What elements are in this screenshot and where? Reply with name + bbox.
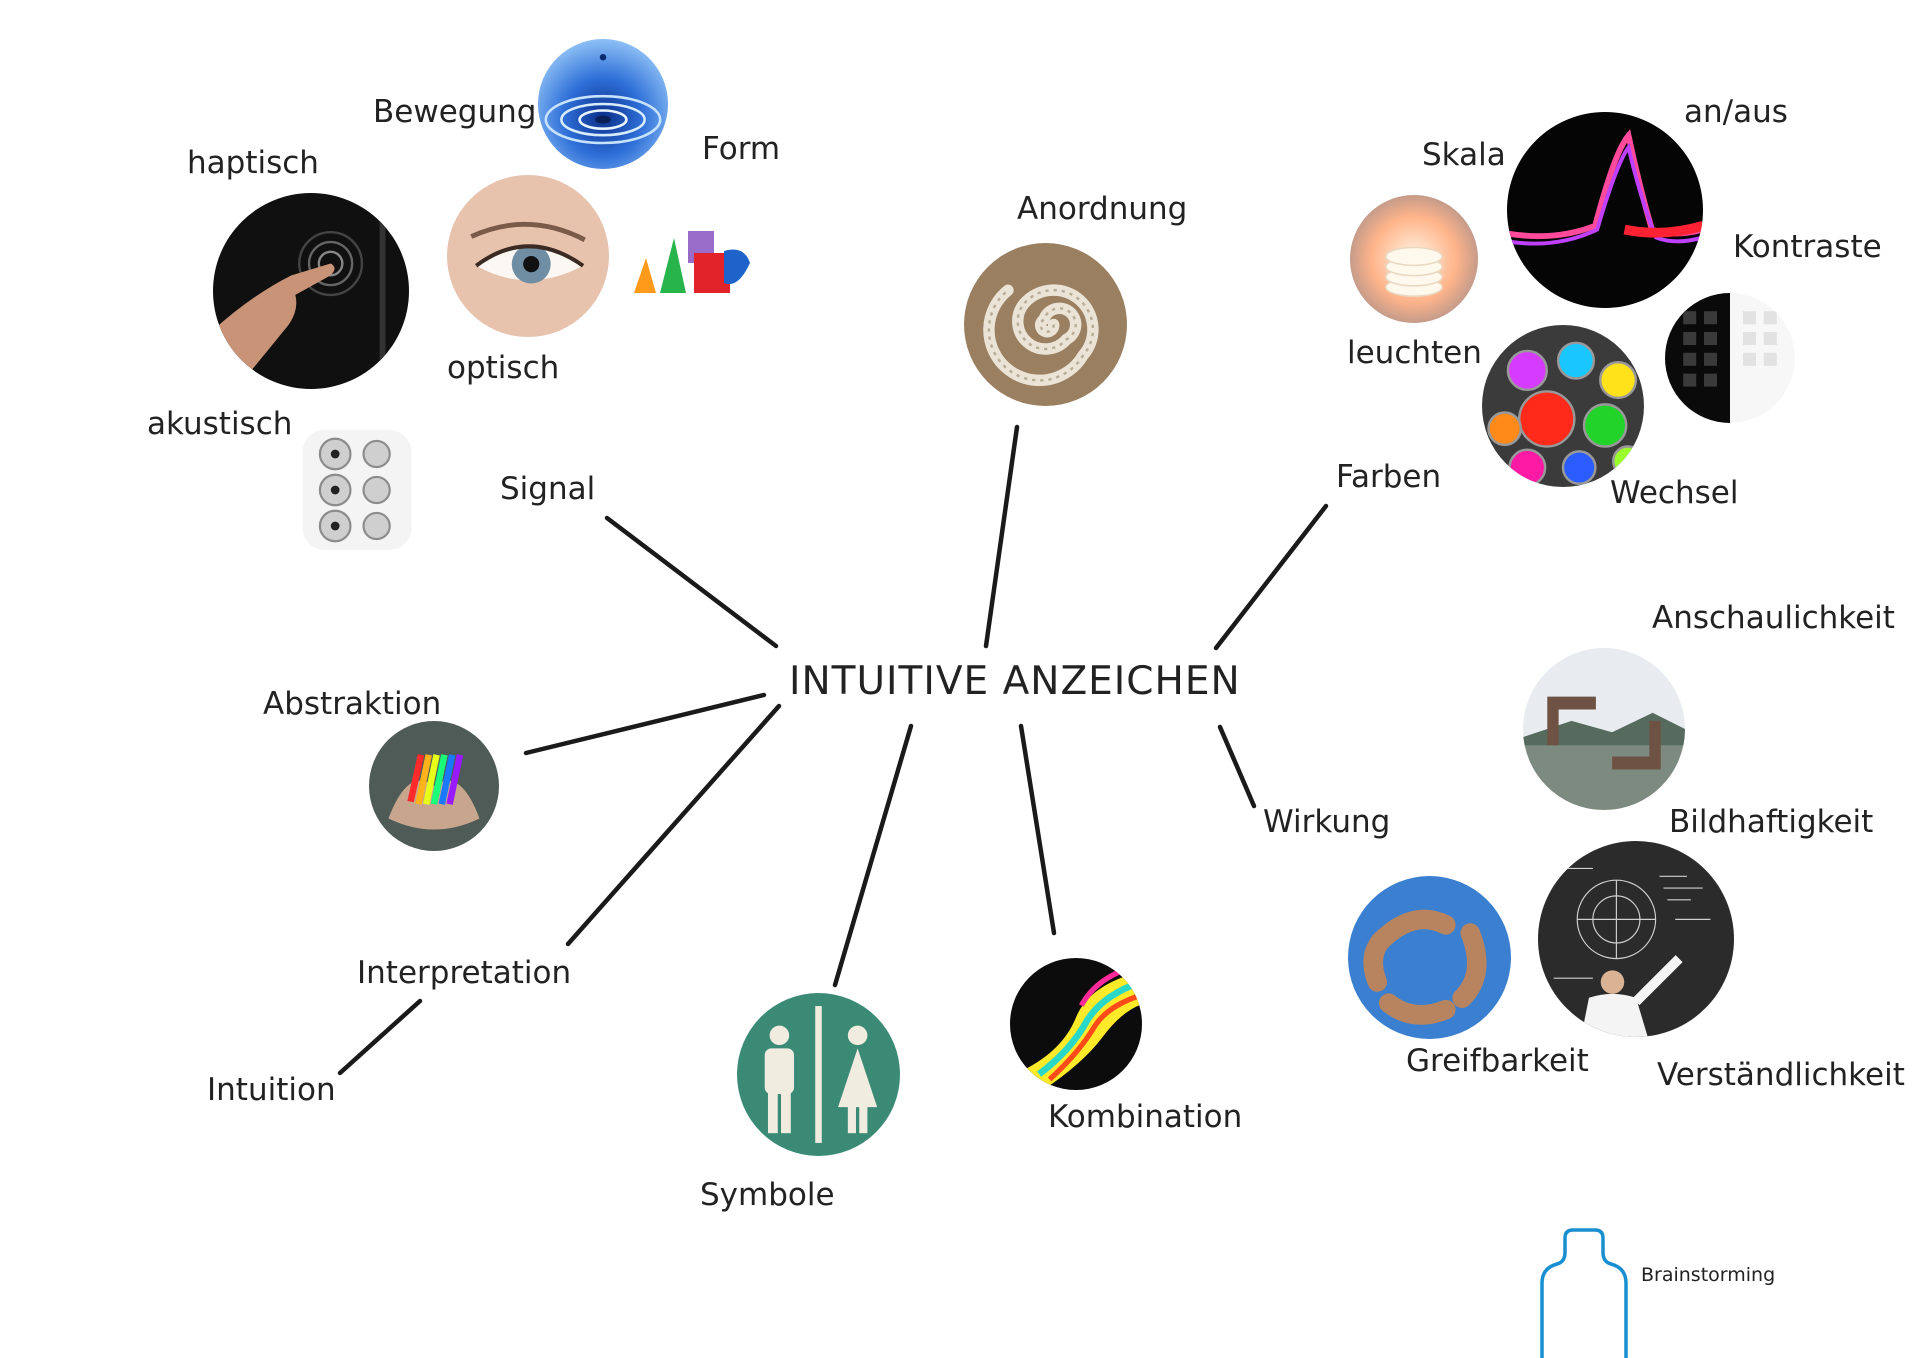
label-akustisch: akustisch	[147, 406, 293, 442]
rainbow-hands-image	[369, 721, 499, 851]
branch-label-symbole: Symbole	[700, 1177, 835, 1213]
eye-image	[447, 175, 609, 337]
restroom-sign-image	[737, 993, 900, 1156]
branch-label-signal: Signal	[500, 471, 596, 507]
label-kontraste: Kontraste	[1733, 229, 1882, 265]
label-form: Form	[702, 131, 781, 167]
shapes-image	[634, 223, 766, 323]
label-skala: Skala	[1422, 137, 1506, 173]
brainstorming-label: Brainstorming	[1641, 1264, 1776, 1286]
connector-signal	[604, 515, 779, 649]
bottle-icon	[1540, 1228, 1628, 1358]
label-optisch: optisch	[447, 350, 560, 386]
rope-spiral-image	[964, 243, 1127, 406]
connector-symbole	[832, 723, 914, 988]
connector-kombination	[1018, 723, 1057, 936]
contrast-grid-image	[1665, 293, 1795, 423]
branch-label-kombination: Kombination	[1048, 1099, 1243, 1135]
connector-intuition	[337, 998, 423, 1076]
branch-label-abstraktion: Abstraktion	[263, 686, 442, 722]
branch-label-interpretation: Interpretation	[357, 955, 572, 991]
connector-abstraktion	[523, 692, 767, 756]
label-verstaendlichkeit: Verständlichkeit	[1657, 1057, 1905, 1093]
paint-cans-image	[1482, 325, 1644, 487]
glowing-stack-image	[1350, 195, 1478, 323]
label-anschaulichkeit: Anschaulichkeit	[1652, 600, 1895, 636]
hand-frame-image	[1523, 648, 1685, 810]
paint-swirl-image	[1010, 958, 1142, 1090]
branch-label-farben: Farben	[1336, 459, 1442, 495]
linked-hands-image	[1348, 876, 1511, 1039]
speakers-image	[302, 430, 412, 550]
connector-interpretation	[565, 703, 782, 947]
label-bildhaftigkeit: Bildhaftigkeit	[1669, 804, 1874, 840]
label-wechsel: Wechsel	[1610, 475, 1739, 511]
water-drop-image	[538, 39, 668, 169]
branch-label-intuition: Intuition	[207, 1072, 336, 1108]
label-greifbarkeit: Greifbarkeit	[1406, 1043, 1589, 1079]
branch-label-wirkung: Wirkung	[1263, 804, 1391, 840]
label-leuchten: leuchten	[1347, 335, 1482, 371]
connector-anordnung	[983, 424, 1020, 649]
label-haptisch: haptisch	[187, 145, 319, 181]
center-title: INTUITIVE ANZEICHEN	[789, 659, 1241, 704]
label-an-aus: an/aus	[1684, 94, 1788, 130]
light-wave-image	[1507, 112, 1703, 308]
connector-wirkung	[1217, 724, 1257, 809]
label-bewegung: Bewegung	[373, 94, 537, 130]
branch-label-anordnung: Anordnung	[1017, 191, 1188, 227]
connector-farben	[1213, 503, 1329, 651]
finger-touch-image	[213, 193, 409, 389]
chalkboard-image	[1538, 841, 1734, 1037]
